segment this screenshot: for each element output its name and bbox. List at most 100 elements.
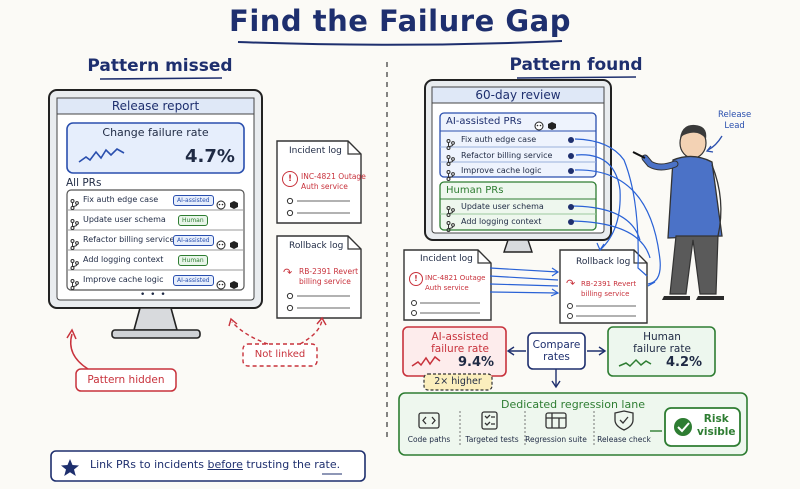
revert-icon: ↷ [566, 277, 576, 290]
branch-icon [70, 235, 79, 254]
metric-value: 4.7% [185, 146, 235, 167]
right-heading-underline [516, 76, 637, 79]
footer-pre: Link PRs to incidents [90, 458, 208, 471]
right-rollback-entry: RB-2391 Revert billing service [581, 280, 637, 298]
table-row: Improve cache logic AI-assisted [70, 273, 242, 290]
branch-icon [446, 135, 455, 154]
page-title: Find the Failure Gap [229, 4, 571, 38]
table-row: Update user schema Human [70, 213, 242, 230]
link-dot [568, 204, 574, 210]
pattern-hidden-box [75, 368, 177, 392]
not-linked-label: Not linked [254, 349, 306, 360]
higher-badge [423, 373, 493, 391]
left-rollback-title: Rollback log [289, 241, 344, 251]
risk-visible-box [664, 407, 741, 447]
all-prs-title: All PRs [66, 177, 102, 189]
right-heading: Pattern found [509, 55, 643, 75]
ai-rate-label: AI-assisted failure rate [431, 331, 489, 355]
ai-bot-icon [216, 195, 240, 214]
review-title: 60-day review [475, 88, 561, 102]
link-arrows [489, 138, 661, 297]
check-circle-icon [674, 418, 692, 436]
footer-box [50, 450, 366, 482]
footer-note: Link PRs to incidents before trusting th… [90, 458, 340, 471]
link-dot [568, 137, 574, 143]
pr-tag: AI-assisted [173, 275, 214, 286]
alert-icon: ! [409, 272, 423, 286]
human-group-title: Human PRs [446, 185, 504, 196]
revert-icon: ↷ [283, 266, 293, 279]
branch-icon [446, 217, 455, 236]
branch-icon [70, 215, 79, 234]
ai-bot-icon [216, 275, 240, 294]
pr-name: Update user schema [461, 202, 544, 211]
risk-visible-label: Risk visible [697, 413, 736, 438]
left-rollback-doc [276, 235, 362, 319]
table-row: Fix auth edge case AI-assisted [70, 193, 242, 210]
branch-icon [446, 166, 455, 185]
left-rollback-entry: RB-2391 Revert billing service [299, 267, 359, 286]
metric-label: Change failure rate [102, 126, 209, 139]
pr-name: Add logging context [461, 217, 542, 226]
right-incident-doc [403, 249, 492, 321]
compare-label: Compare rates [532, 339, 581, 363]
lane-step-label: Targeted tests [465, 435, 519, 444]
right-incident-title: Incident log [420, 254, 473, 264]
branch-icon [70, 255, 79, 274]
pr-tag: AI-assisted [173, 235, 214, 246]
left-incident-doc [276, 140, 362, 224]
pr-name: Fix auth edge case [83, 195, 159, 204]
title-underline [237, 40, 563, 46]
lane-icons [418, 410, 634, 431]
release-lead-label: Release Lead [718, 110, 752, 131]
right-rollback-doc [559, 249, 648, 324]
lane-title: Dedicated regression lane [501, 398, 645, 411]
lane-step-label: Code paths [407, 435, 451, 444]
right-monitor [424, 79, 612, 253]
pr-name: Add logging context [83, 255, 164, 264]
branch-icon [446, 202, 455, 221]
left-incident-title: Incident log [289, 146, 342, 156]
lane-step-label: Release check [597, 435, 651, 444]
right-incident-entry: INC-4821 Outage Auth service [425, 274, 486, 292]
ai-rate-value: 9.4% [458, 355, 495, 370]
ai-bot-icon [216, 235, 240, 254]
pr-name: Fix auth edge case [461, 135, 537, 144]
higher-badge-label: 2× higher [434, 376, 482, 387]
star-icon [61, 459, 79, 476]
pr-name: Improve cache logic [83, 275, 164, 284]
ai-group-title: AI-assisted PRs [446, 116, 522, 127]
right-rollback-title: Rollback log [576, 257, 631, 267]
pr-name: Refactor billing service [83, 235, 175, 244]
footer-post: trusting the rate. [242, 458, 341, 471]
pr-tag: Human [178, 215, 208, 226]
pr-tag: AI-assisted [173, 195, 214, 206]
footer-em: before [207, 458, 243, 471]
left-heading: Pattern missed [87, 56, 233, 76]
branch-icon [70, 195, 79, 214]
ai-bot-icon [534, 116, 558, 135]
human-rate-box [607, 326, 716, 377]
pr-name: Improve cache logic [461, 166, 542, 175]
more-indicator: • • • [140, 290, 167, 300]
pr-name: Update user schema [83, 215, 166, 224]
regression-lane-box [398, 392, 748, 456]
release-lead-figure [632, 124, 724, 300]
link-dot [568, 152, 574, 159]
branch-icon [70, 275, 79, 294]
left-heading-underline [99, 77, 223, 80]
link-dot [568, 168, 574, 174]
not-linked-box [242, 343, 318, 367]
pattern-hidden-label: Pattern hidden [87, 374, 165, 386]
left-incident-entry: INC-4821 Outage Auth service [301, 172, 366, 191]
branch-icon [446, 151, 455, 170]
alert-icon: ! [282, 171, 298, 187]
link-dot [568, 219, 574, 225]
human-rate-label: Human failure rate [633, 331, 691, 355]
pr-name: Refactor billing service [461, 150, 553, 160]
release-report-title: Release report [111, 99, 200, 113]
lane-step-label: Regression suite [525, 435, 587, 444]
human-rate-value: 4.2% [666, 355, 703, 370]
